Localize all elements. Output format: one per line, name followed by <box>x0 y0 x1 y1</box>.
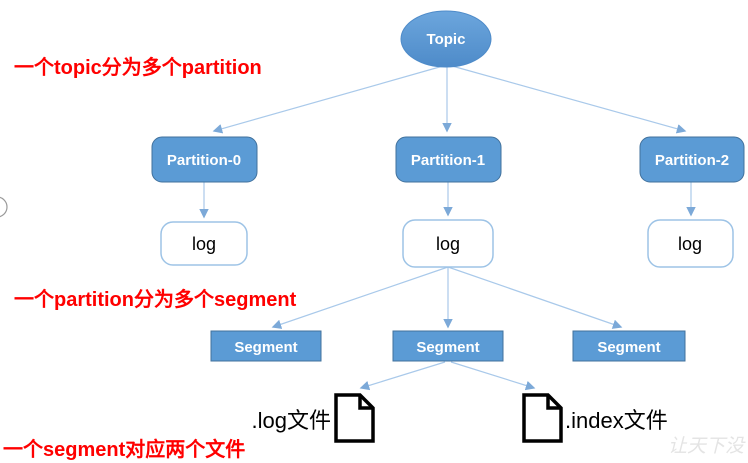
log-2-node: log <box>647 219 734 268</box>
document-icon <box>522 393 563 443</box>
annotation-partition-segment: 一个partition分为多个segment <box>14 287 297 311</box>
log-0-node: log <box>160 221 248 266</box>
partition-1-node: Partition-1 <box>395 136 502 183</box>
index-file-label: .index文件 <box>565 408 668 433</box>
topic-node: Topic <box>400 10 492 68</box>
segment-1-node: Segment <box>392 330 504 362</box>
annotation-segment-files: 一个segment对应两个文件 <box>3 437 245 461</box>
edges-partitions-to-logs <box>199 182 696 219</box>
partition-0-label: Partition-0 <box>167 152 241 169</box>
log-0-label: log <box>192 234 216 254</box>
document-icon <box>334 393 375 443</box>
left-edge-circle-artifact <box>0 196 8 218</box>
partition-2-label: Partition-2 <box>655 152 729 169</box>
log-1-label: log <box>436 234 460 254</box>
segment-0-node: Segment <box>210 330 322 362</box>
index-file-node: .index文件 <box>522 393 668 443</box>
partition-2-node: Partition-2 <box>639 136 745 183</box>
log-2-label: log <box>678 234 702 254</box>
log-file-node: .log文件 <box>252 393 375 443</box>
segment-2-node: Segment <box>572 330 686 362</box>
edges-topic-to-partitions <box>212 65 687 134</box>
watermark-text: 让天下没 <box>668 436 746 457</box>
segment-2-label: Segment <box>597 339 660 356</box>
log-1-node: log <box>402 219 494 268</box>
segment-0-label: Segment <box>234 339 297 356</box>
segment-1-label: Segment <box>416 339 479 356</box>
edges-log-to-segments <box>271 266 623 329</box>
topic-label: Topic <box>427 31 466 48</box>
edges-segment-to-files <box>359 361 536 391</box>
annotation-topic-partition: 一个topic分为多个partition <box>14 55 262 79</box>
log-file-label: .log文件 <box>252 408 331 433</box>
partition-1-label: Partition-1 <box>411 152 485 169</box>
partition-0-node: Partition-0 <box>151 136 258 183</box>
